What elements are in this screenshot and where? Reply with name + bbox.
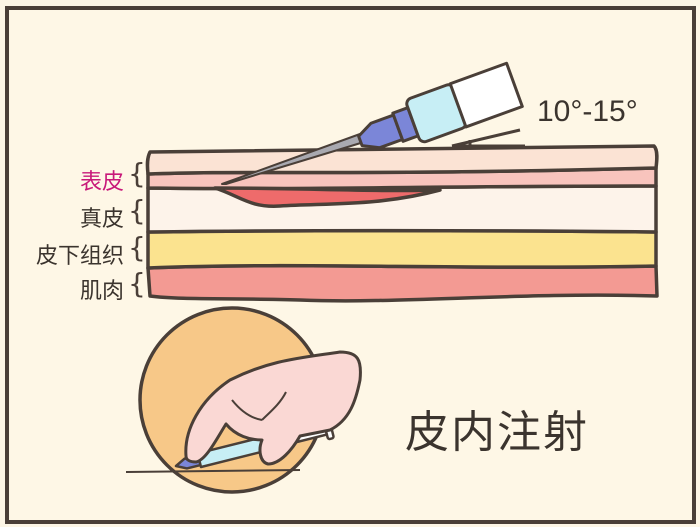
injection-bleb	[213, 186, 442, 208]
brace-icon: {	[128, 157, 146, 190]
syringe-top	[357, 61, 524, 150]
label-muscle: 肌肉	[79, 279, 124, 304]
label-subcutaneous: 皮下组织	[35, 244, 124, 269]
muscle-layer	[146, 263, 659, 303]
label-epidermis: 表皮	[79, 170, 124, 195]
brace-icon: {	[128, 231, 146, 264]
skin-line	[125, 469, 301, 473]
angle-indicator	[451, 128, 525, 148]
syringe-plunger	[448, 61, 524, 129]
hand-illustration	[125, 306, 362, 494]
brace-icon: {	[128, 194, 146, 227]
brace-icon: {	[128, 267, 146, 300]
label-dermis: 真皮	[79, 207, 124, 232]
skin-cross-section	[145, 144, 659, 303]
injection-angle-label: 10°-15°	[537, 95, 638, 128]
diagram-title: 皮内注射	[405, 407, 589, 458]
epidermis-layer	[145, 144, 659, 176]
subcutaneous-layer	[146, 228, 658, 270]
